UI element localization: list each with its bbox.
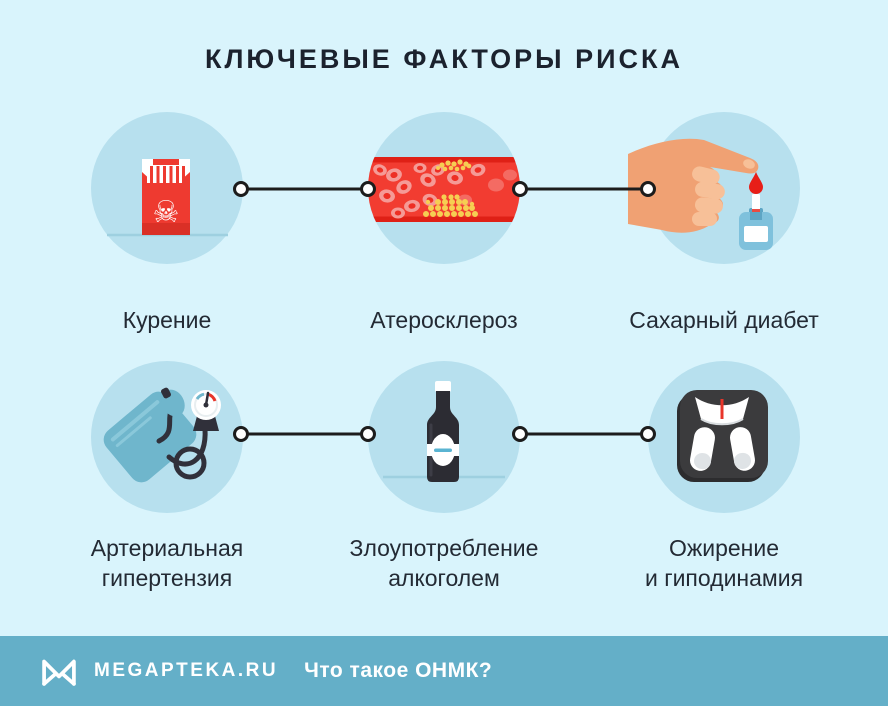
alcohol-bottle-icon [383, 381, 505, 482]
cigarette-pack-icon: ☠ [107, 159, 228, 237]
blood-drop-icon [749, 172, 763, 194]
megapteka-m-logo [42, 659, 76, 686]
blood-pressure-monitor-icon [103, 387, 221, 483]
svg-text:☠: ☠ [153, 195, 180, 230]
factor-circle-alcohol [368, 361, 520, 513]
factor-circle-atherosclerosis [368, 112, 520, 264]
pointing-hand [628, 138, 759, 233]
factor-label-atherosclerosis: Атеросклероз [370, 307, 518, 333]
weight-scale-icon [677, 390, 768, 482]
factor-circle-hypertension [91, 361, 243, 513]
brand-name: MEGAPTEKA.RU [94, 660, 279, 681]
glucometer [739, 194, 773, 250]
factor-circle-obesity [648, 361, 800, 513]
finger-blood-drop-glucometer-icon [628, 138, 773, 250]
page-title: КЛЮЧЕВЫЕ ФАКТОРЫ РИСКА [204, 44, 683, 74]
factor-label-diabetes: Сахарный диабет [629, 307, 819, 333]
footer-bar: MEGAPTEKA.RU Что такое ОНМК? [0, 636, 888, 706]
footer-question: Что такое ОНМК? [304, 659, 493, 682]
factor-label-smoking: Курение [122, 307, 212, 333]
factor-circle-smoking: ☠ [91, 112, 243, 264]
factor-circle-diabetes [628, 112, 800, 264]
clogged-artery-icon [368, 157, 520, 222]
